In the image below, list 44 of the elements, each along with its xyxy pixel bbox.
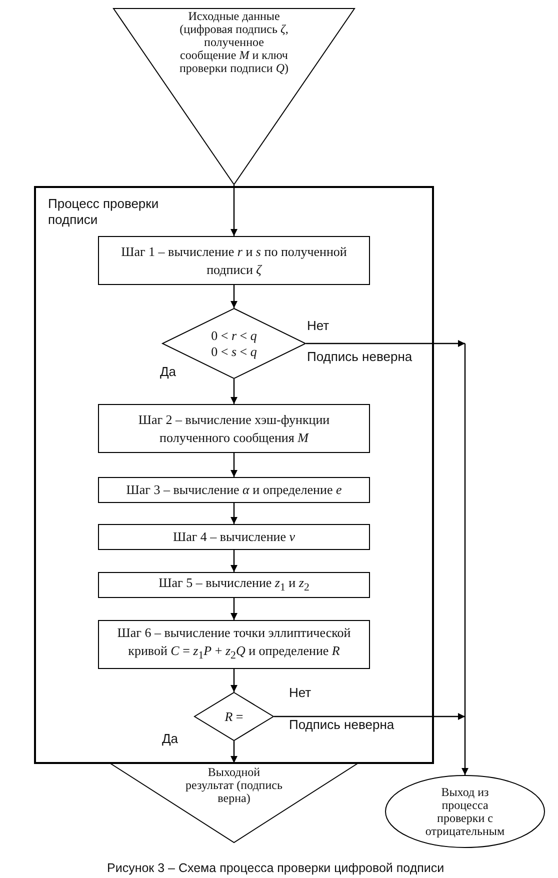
process-box [98,477,370,503]
node-text: Выход из процесса проверки с отрицательным [424,786,506,838]
node-text: Выходной результат (подпись верна) [185,766,283,805]
arrow [230,185,238,236]
edge-label: Да [162,731,178,746]
arrow [230,550,238,572]
process-box [98,404,370,453]
process-box [98,236,370,285]
node-text: R = [224,708,244,726]
node-text: Шаг 5 – вычисление z$_{1}$ и z$_{2}$ [158,574,310,596]
arrow [462,344,468,775]
terminal-ellipse [385,775,545,848]
arrow [230,598,238,620]
branch-note: Подпись неверна [289,717,394,732]
node-text: Шаг 2 – вычисление хэш-функции полученного сообщения M [137,410,331,446]
edge-label: Да [160,364,176,379]
arrow [230,503,238,524]
figure-caption: Рисунок 3 – Схема процесса проверки цифровой подписи [107,861,444,876]
node-text: Шаг 3 – вычисление α и определение e [125,481,343,499]
branch-note: Подпись неверна [307,349,412,364]
process-box [98,572,370,598]
arrow [306,340,465,347]
arrow [274,713,465,720]
arrow [230,453,238,477]
node-text: Исходные данные (цифровая подпись ζ, полученное сообщение M и ключ проверки подписи Q) [178,10,290,75]
arrow [230,285,238,308]
arrow [230,741,238,763]
process-box [98,620,370,669]
decision-diamond [194,692,274,741]
edge-label: Нет [289,685,312,700]
process-box [98,524,370,550]
node-text: 0 < r < q [210,328,258,344]
arrow [230,669,238,692]
input-triangle [113,8,355,185]
node-text: Шаг 6 – вычисление точки эллиптической кривой C = z$_{1}$P + z$_{2}$Q и определение R [116,624,352,664]
edge-label: Нет [307,318,330,333]
node-text: Шаг 4 – вычисление v [172,528,296,546]
decision-diamond [162,308,306,379]
output-triangle [110,763,358,843]
frame-title: Процесс проверки подписи [48,196,160,228]
process-frame [34,186,434,764]
node-text: 0 < s < q [210,344,258,360]
node-text: Шаг 1 – вычисление r и s по полученной подписи ζ [120,242,348,278]
arrow [230,379,238,404]
